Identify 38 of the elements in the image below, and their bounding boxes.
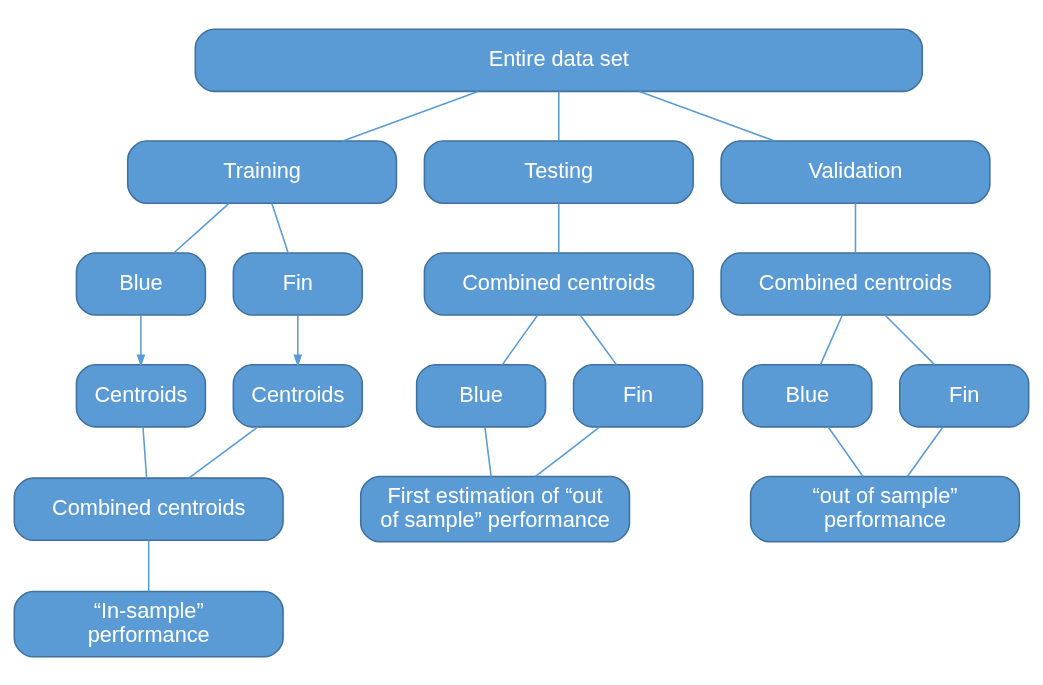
node-box: “In-sample” performance (13, 590, 284, 658)
connector (819, 313, 844, 365)
connector (147, 539, 150, 592)
connector (884, 313, 936, 365)
node-box: Testing (423, 139, 694, 204)
connector (558, 90, 560, 142)
node-box: Combined centroids (13, 476, 284, 541)
connector (341, 90, 479, 142)
arrow (293, 313, 303, 367)
node-box: Blue (415, 363, 547, 428)
connector (906, 425, 944, 477)
node-box: Fin (898, 363, 1030, 428)
node-box: Fin (232, 251, 364, 316)
node-box: Entire data set (194, 27, 924, 92)
arrow (136, 313, 146, 367)
node-box: First estimation of “out of sample” performance (359, 475, 631, 543)
connector (827, 425, 864, 477)
connector (188, 425, 259, 479)
node-box: Blue (75, 251, 207, 316)
connector (638, 90, 776, 142)
connector (271, 202, 289, 254)
connector (854, 202, 857, 254)
node-box: Validation (720, 139, 991, 204)
connector (501, 313, 539, 365)
node-box: Combined centroids (423, 251, 694, 316)
node-box: Combined centroids (720, 251, 991, 316)
node-box: Fin (572, 363, 704, 428)
connector (579, 313, 618, 365)
connector (173, 202, 230, 254)
node-box: Centroids (232, 363, 364, 428)
node-box: Centroids (75, 363, 207, 428)
node-box: Blue (742, 363, 873, 428)
node-box: “out of sample” performance (749, 475, 1021, 543)
node-box: Training (126, 139, 398, 204)
connector (534, 425, 601, 477)
connector (142, 425, 148, 479)
connector (484, 425, 492, 477)
connector (558, 202, 560, 254)
